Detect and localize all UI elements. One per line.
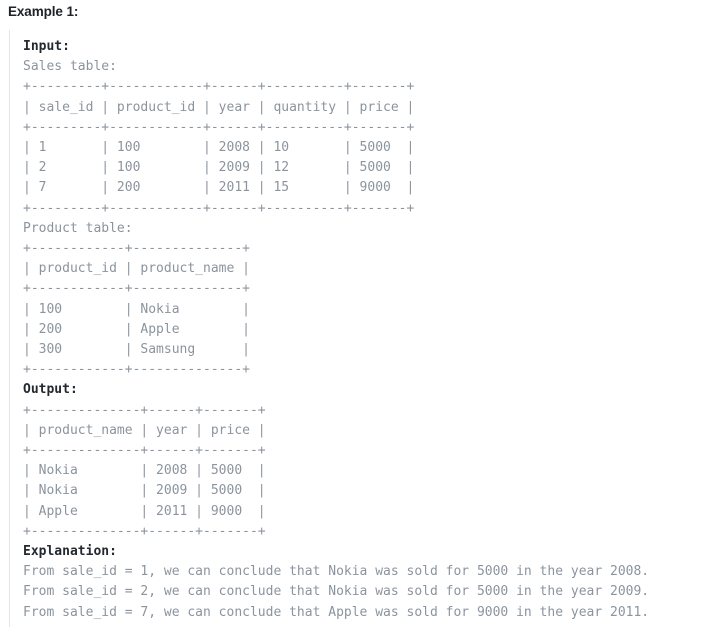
product-table-caption: Product table:	[23, 220, 133, 236]
output-label: Output:	[23, 382, 78, 398]
output-table-ascii: +--------------+------+-------+ | produc…	[23, 402, 266, 539]
input-label: Input:	[23, 39, 70, 54]
sales-table-caption: Sales table:	[23, 59, 117, 75]
example-heading: Example 1:	[8, 4, 79, 19]
example-content-block: Input: Sales table: +---------+---------…	[9, 30, 728, 627]
explanation-label: Explanation:	[23, 544, 117, 560]
product-table-ascii: +------------+--------------+ | product_…	[23, 241, 250, 378]
sales-table-ascii: +---------+------------+------+---------…	[23, 79, 415, 216]
explanation-lines: From sale_id = 1, we can conclude that N…	[23, 564, 650, 620]
